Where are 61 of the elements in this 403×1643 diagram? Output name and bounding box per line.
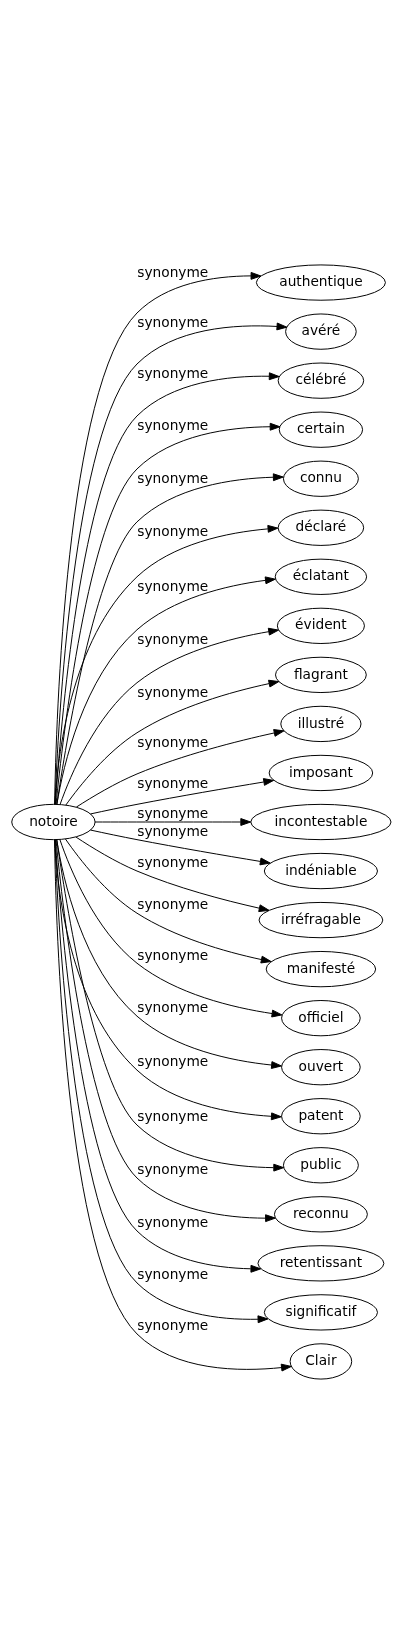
node-ellipse: éclatant (274, 558, 368, 595)
edge-label: synonyme (137, 1160, 209, 1177)
edge-label: synonyme (137, 1052, 209, 1069)
arrow (90, 777, 275, 814)
arrow (55, 839, 276, 1222)
node-ellipse: significatif (263, 1293, 378, 1331)
arrow (56, 838, 285, 1172)
node-ellipse: indéniable (263, 852, 378, 889)
node-ellipse: célébré (277, 362, 365, 399)
edge-label: synonyme (137, 522, 209, 539)
node-ellipse: imposant (268, 754, 374, 791)
edge-label: synonyme (137, 946, 209, 962)
node-ellipse: notoire (11, 803, 96, 840)
node-ellipse: évident (276, 607, 365, 644)
node-ellipse: manifesté (265, 950, 377, 987)
edge-label: synonyme (137, 1316, 209, 1333)
arrow (56, 575, 276, 805)
edge-label: synonyme (137, 733, 209, 750)
edge-label: synonyme (137, 774, 209, 791)
edge-label: synonyme (137, 1107, 209, 1124)
edge-label: synonyme (137, 822, 209, 839)
node-ellipse: avéré (285, 312, 357, 350)
edge-label: synonyme (137, 577, 209, 594)
arrow (54, 524, 279, 805)
node-ellipse: reconnu (273, 1195, 368, 1232)
node-ellipse: illustré (280, 705, 362, 742)
arrow (56, 838, 282, 1069)
edge-label: synonyme (137, 364, 209, 381)
edge-label: synonyme (137, 630, 209, 647)
node-ellipse: authentique (255, 263, 386, 301)
arrow (59, 838, 283, 1017)
edge-label: synonyme (137, 1265, 209, 1282)
node-ellipse: Clair (289, 1342, 353, 1380)
edge-label: synonyme (137, 1213, 209, 1230)
edge-label: synonyme (137, 683, 209, 700)
edge-label: synonyme (137, 804, 209, 821)
arrow (75, 728, 285, 808)
edge-label: synonyme (137, 263, 209, 280)
arrow (59, 627, 280, 805)
node-ellipse: patent (281, 1097, 361, 1134)
node-ellipse: incontestable (250, 803, 392, 840)
node-ellipse: flagrant (275, 656, 367, 693)
edge-label: synonyme (137, 313, 209, 330)
edge-label: synonyme (137, 998, 209, 1015)
edge-label: synonyme (137, 853, 209, 870)
edge-label: synonyme (137, 416, 209, 433)
edge-label: synonyme (137, 895, 209, 912)
arrow (54, 838, 292, 1371)
arrow (94, 817, 252, 826)
arrow (65, 838, 272, 963)
node-ellipse: retentissant (257, 1244, 385, 1281)
node-ellipse: connu (282, 460, 359, 497)
node-ellipse: ouvert (281, 1048, 361, 1085)
arrow (65, 679, 280, 806)
node-ellipse: public (282, 1146, 359, 1183)
node-ellipse: certain (278, 411, 364, 448)
arrow (75, 836, 270, 912)
node-ellipse: officiel (281, 999, 361, 1036)
edge-label: synonyme (137, 469, 209, 486)
node-ellipse: déclaré (277, 509, 365, 546)
arrow (90, 829, 271, 865)
